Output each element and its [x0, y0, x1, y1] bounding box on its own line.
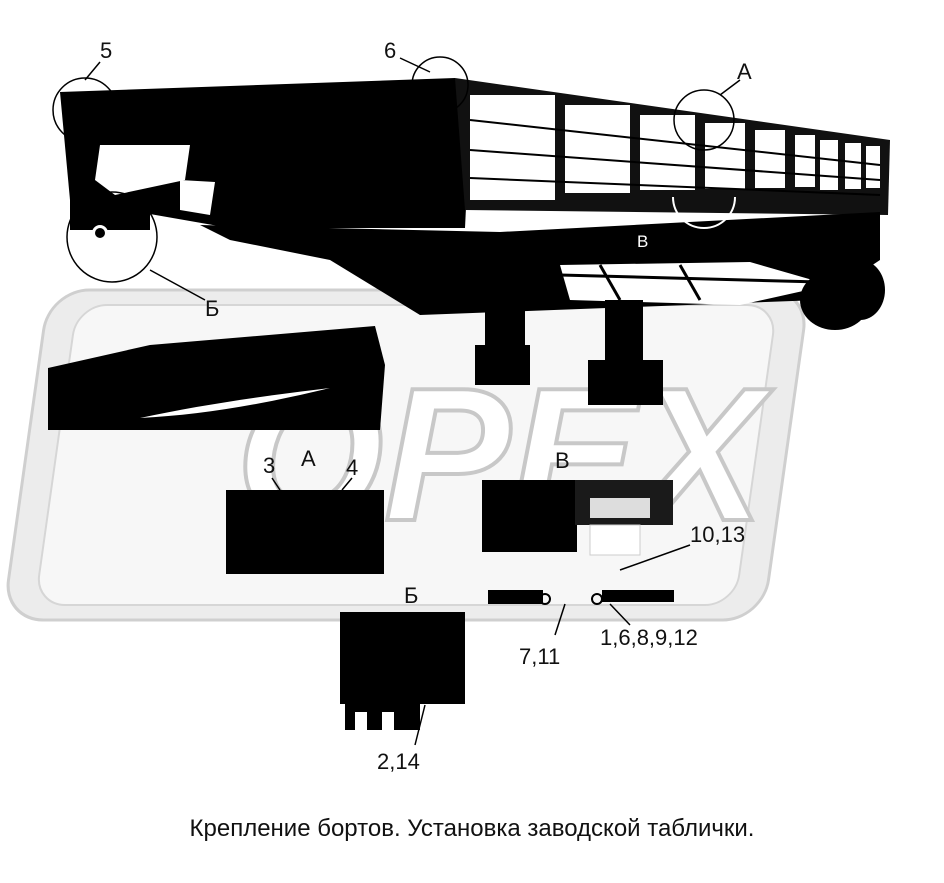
watermark-logo: OPEX: [6, 288, 806, 622]
detail-a-title: А: [301, 446, 316, 471]
callout-be: Б: [205, 296, 220, 321]
figure-caption: Крепление бортов. Установка заводской та…: [189, 815, 755, 842]
callout-a: А: [737, 59, 752, 84]
detail-b-label-bottom: 2,14: [377, 749, 420, 774]
callout-5: 5: [100, 38, 113, 63]
callout-6: 6: [384, 38, 397, 63]
detail-a-illustration: [226, 477, 384, 574]
semitrailer-illustration: [52, 56, 890, 405]
detail-a-label-left: 3: [263, 453, 276, 478]
detail-v-label-bottom-left: 7,11: [519, 644, 561, 669]
detail-v-title: В: [555, 448, 570, 473]
detail-v-label-top: 10,13: [690, 522, 746, 547]
detail-b-illustration: [340, 612, 465, 746]
callout-v-circle: В: [637, 232, 649, 251]
detail-v-illustration: [482, 480, 691, 636]
board-profile-illustration: [48, 326, 385, 430]
detail-a-label-right: 4: [346, 455, 359, 480]
detail-v-label-bottom-right: 1,6,8,9,12: [600, 625, 698, 650]
detail-b-title: Б: [404, 583, 419, 608]
